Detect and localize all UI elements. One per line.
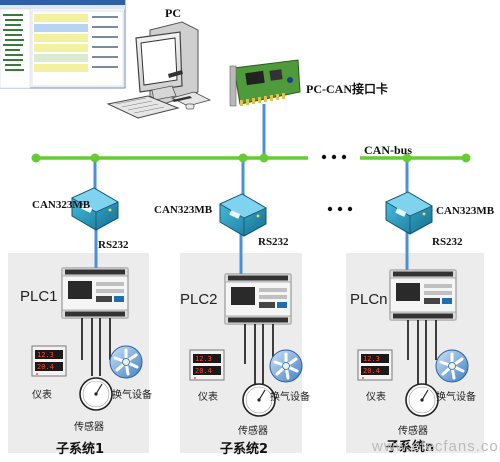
meter-n-readout-bottom: 20.4 <box>363 367 380 375</box>
meter-n-readout-top: 12.3 <box>363 355 380 363</box>
meter-label-2: 仪表 <box>198 392 218 403</box>
plc-n-label: PLCn <box>350 291 388 308</box>
meter-label-n: 仪表 <box>366 392 386 403</box>
can-bus-label: CAN-bus <box>364 143 413 157</box>
sensor-gauge-1 <box>79 377 113 411</box>
rs232-label-2: RS232 <box>258 236 289 248</box>
ventilation-device-2 <box>268 348 304 384</box>
ventilation-device-1 <box>108 344 144 380</box>
pc-can-card-label: PC-CAN接口卡 <box>306 82 388 96</box>
pc-label: PC <box>165 6 181 20</box>
pc-can-card <box>229 59 301 107</box>
rs232-label-3: RS232 <box>432 236 463 248</box>
software-screenshot <box>0 0 126 89</box>
meter-2-readout-bottom: 20.4 <box>195 367 212 375</box>
plc-1-label: PLC1 <box>20 288 58 305</box>
link-lines <box>93 104 409 276</box>
ventilation-label-n: 换气设备 <box>436 392 476 403</box>
plc-unit-2 <box>224 273 292 325</box>
can-bus-line <box>31 153 471 163</box>
sensor-label-2: 传感器 <box>238 426 268 437</box>
subsystem-2-label: 子系统2 <box>220 442 269 457</box>
subsystem-1-label: 子系统1 <box>56 442 105 457</box>
can-module-2-label: CAN323MB <box>154 204 213 216</box>
can-module-2 <box>219 193 267 237</box>
plc-unit-1 <box>61 267 129 319</box>
meter-1-readout-top: 12.3 <box>37 351 54 359</box>
sensor-label-1: 传感器 <box>74 422 104 433</box>
meter-2-readout-top: 12.3 <box>195 355 212 363</box>
meter-label-1: 仪表 <box>32 390 52 401</box>
sensor-gauge-n <box>405 383 439 417</box>
can-module-3-label: CAN323MB <box>436 205 495 217</box>
meter-1-readout-bottom: 20.4 <box>37 363 54 371</box>
sensor-label-n: 传感器 <box>398 426 428 437</box>
ventilation-label-2: 换气设备 <box>270 392 310 403</box>
can-module-3 <box>385 191 433 235</box>
ellipsis-dots-modules <box>327 206 353 212</box>
subsystem-n-label: 子系统n <box>386 440 435 455</box>
pc-computer <box>106 21 212 119</box>
can-module-1-label: CAN323MB <box>32 199 91 211</box>
plc-unit-n <box>389 269 457 321</box>
ventilation-label-1: 换气设备 <box>112 390 152 401</box>
rs232-label-1: RS232 <box>98 239 129 251</box>
device-wires <box>81 318 437 384</box>
plc-2-label: PLC2 <box>180 291 218 308</box>
watermark: www.elecfans.com <box>372 438 500 455</box>
ventilation-device-n <box>434 348 470 384</box>
ellipsis-dots-bus <box>321 154 347 160</box>
